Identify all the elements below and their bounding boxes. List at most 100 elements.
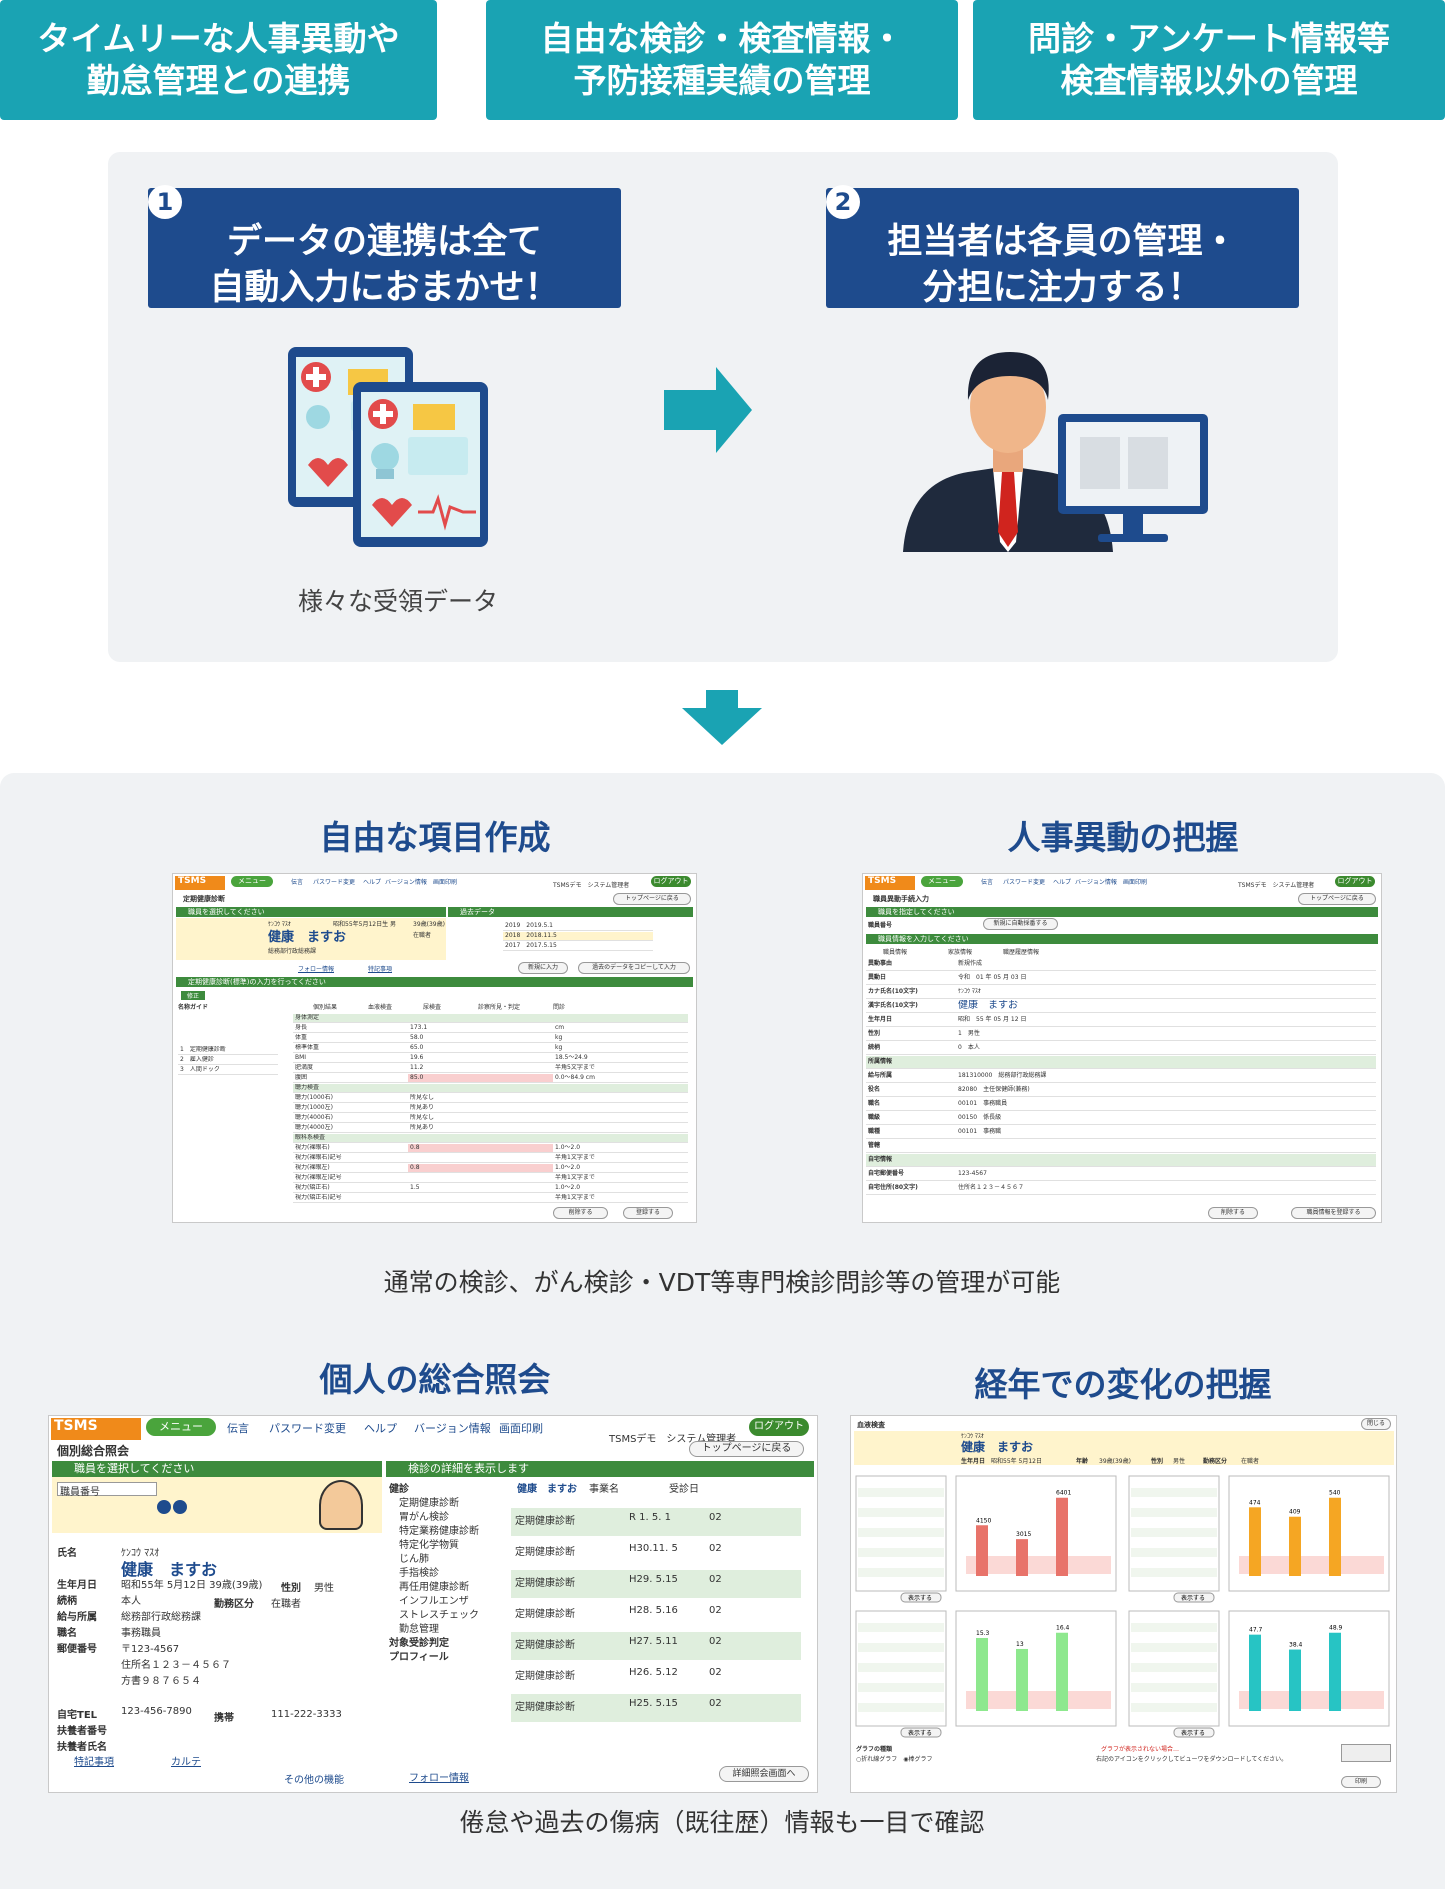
nav-message-link[interactable]: 伝言 — [291, 879, 304, 886]
exam-menu-item[interactable]: 胃がん検診 — [399, 1512, 449, 1523]
result-list-row[interactable] — [1131, 1488, 1217, 1497]
chart-link[interactable]: カルテ — [171, 1757, 201, 1768]
menu-button[interactable]: メニュー — [146, 1418, 216, 1436]
print-button[interactable]: 印刷 — [1341, 1776, 1381, 1788]
svg-viewer-logo-icon[interactable] — [1341, 1744, 1391, 1762]
exam-menu-item[interactable]: 定期健康診断 — [399, 1498, 459, 1509]
result-value[interactable]: 1.5 — [408, 1184, 553, 1193]
result-value[interactable]: 19.6 — [408, 1054, 553, 1063]
show-button[interactable] — [900, 1592, 942, 1603]
result-value[interactable] — [408, 1174, 553, 1183]
result-list-row[interactable] — [858, 1488, 944, 1497]
result-list-row[interactable] — [1131, 1508, 1217, 1517]
guide-item[interactable]: 2 雇入健診 — [178, 1056, 278, 1065]
register-staff-button[interactable]: 職員情報を登録する — [1291, 1207, 1376, 1219]
result-list-row[interactable] — [1131, 1548, 1217, 1557]
result-list-row[interactable] — [858, 1498, 944, 1507]
result-list-row[interactable] — [1131, 1498, 1217, 1507]
result-value[interactable]: 所見あり — [408, 1104, 553, 1113]
result-list-row[interactable] — [1131, 1693, 1217, 1702]
result-value[interactable] — [408, 1194, 553, 1203]
history-row[interactable]: 2017 2017.5.15 — [503, 942, 653, 951]
detail-inquiry-button[interactable]: 詳細照会画面へ — [719, 1766, 809, 1782]
to-top-button[interactable]: トップページに戻る — [1298, 893, 1376, 905]
nav-password-link[interactable]: パスワード変更 — [269, 1422, 346, 1435]
tab-urine[interactable]: 尿検査 — [423, 1004, 442, 1011]
exam-record-row[interactable] — [511, 1539, 801, 1567]
delete-button[interactable]: 削除する — [553, 1207, 608, 1219]
show-button[interactable] — [900, 1727, 942, 1738]
result-list-row[interactable] — [858, 1693, 944, 1702]
result-list-row[interactable] — [858, 1653, 944, 1662]
logout-button[interactable]: ログアウト — [749, 1418, 809, 1436]
to-top-button[interactable]: トップページに戻る — [613, 893, 691, 905]
copy-past-button[interactable]: 過去のデータをコピーして入力 — [578, 962, 690, 974]
nav-print-link[interactable]: 画面印刷 — [433, 879, 458, 886]
exam-menu-item[interactable]: 健診 — [389, 1484, 409, 1495]
form-value[interactable]: 82080 主任保健師(兼務) — [956, 1084, 1376, 1097]
exam-record-row[interactable] — [511, 1694, 801, 1722]
exam-menu-item[interactable]: 特定化学物質 — [399, 1540, 459, 1551]
form-value[interactable]: 00101 事務職 — [956, 1126, 1376, 1139]
menu-button[interactable]: メニュー — [231, 876, 273, 887]
result-list-row[interactable] — [1131, 1703, 1217, 1712]
special-notes-link[interactable]: 特記事項 — [74, 1757, 114, 1768]
exam-menu-item[interactable]: 勤怠管理 — [399, 1624, 439, 1635]
form-value[interactable]: 00150 係長級 — [956, 1112, 1376, 1125]
show-button[interactable] — [1173, 1592, 1215, 1603]
nav-help-link[interactable]: ヘルプ — [1053, 879, 1072, 886]
result-list-row[interactable] — [1131, 1558, 1217, 1567]
result-list-row[interactable] — [858, 1673, 944, 1682]
result-list-row[interactable] — [1131, 1653, 1217, 1662]
result-value[interactable]: 0.8 — [408, 1164, 553, 1173]
tab-family-info[interactable]: 家族情報 — [948, 949, 973, 956]
result-list-row[interactable] — [858, 1528, 944, 1537]
history-icon[interactable] — [173, 1500, 187, 1514]
to-top-button[interactable]: トップページに戻る — [689, 1441, 804, 1457]
register-button[interactable]: 登録する — [623, 1207, 673, 1219]
follow-link[interactable]: フォロー情報 — [298, 966, 335, 973]
result-value[interactable]: 11.2 — [408, 1064, 553, 1073]
logout-button[interactable]: ログアウト — [1335, 876, 1375, 887]
result-list-row[interactable] — [1131, 1633, 1217, 1642]
exam-menu-item[interactable]: プロフィール — [389, 1652, 449, 1663]
staff-number-select[interactable]: 職員番号 — [57, 1482, 157, 1498]
exam-menu-item[interactable]: インフルエンザ — [399, 1596, 469, 1607]
exam-record-row[interactable] — [511, 1508, 801, 1536]
nav-version-link[interactable]: バージョン情報 — [1075, 879, 1117, 886]
exam-menu-item[interactable]: 特定業務健康診断 — [399, 1526, 479, 1537]
result-value[interactable]: 所見あり — [408, 1124, 553, 1133]
new-input-button[interactable]: 新規に入力 — [518, 962, 568, 974]
exam-record-row[interactable] — [511, 1632, 801, 1660]
nav-message-link[interactable]: 伝言 — [227, 1422, 249, 1435]
search-icon[interactable] — [157, 1500, 171, 1514]
form-value[interactable]: 181310000 総務部行政総務課 — [956, 1070, 1376, 1083]
result-list-row[interactable] — [858, 1538, 944, 1547]
result-value[interactable]: 所見なし — [408, 1114, 553, 1123]
form-value[interactable]: 123-4567 — [956, 1168, 1376, 1181]
nav-help-link[interactable]: ヘルプ — [364, 1422, 397, 1435]
tab-staff-info[interactable]: 職員情報 — [883, 949, 908, 956]
result-value[interactable]: 173.1 — [408, 1024, 553, 1033]
tab-findings[interactable]: 診察所見・判定 — [478, 1004, 521, 1011]
exam-record-row[interactable] — [511, 1570, 801, 1598]
result-list-row[interactable] — [858, 1518, 944, 1527]
guide-item[interactable]: 1 定期健康診断 — [178, 1046, 278, 1055]
logout-button[interactable]: ログアウト — [651, 876, 691, 887]
show-button[interactable] — [1173, 1727, 1215, 1738]
fix-tab[interactable]: 修正 — [181, 991, 206, 1000]
form-value[interactable]: 健康 ますお — [956, 1000, 1376, 1013]
result-list-row[interactable] — [858, 1558, 944, 1567]
menu-button[interactable]: メニュー — [921, 876, 963, 887]
exam-menu-item[interactable]: じん肺 — [399, 1554, 429, 1565]
nav-password-link[interactable]: パスワード変更 — [313, 879, 356, 886]
exam-menu-item[interactable]: ストレスチェック — [399, 1610, 479, 1621]
result-list-row[interactable] — [1131, 1518, 1217, 1527]
result-list-row[interactable] — [1131, 1643, 1217, 1652]
result-value[interactable]: 58.0 — [408, 1034, 553, 1043]
more-functions-link[interactable]: その他の機能 — [284, 1775, 344, 1786]
result-list-row[interactable] — [858, 1703, 944, 1712]
guide-item[interactable]: 3 人間ドック — [178, 1066, 278, 1075]
result-list-row[interactable] — [858, 1508, 944, 1517]
exam-record-row[interactable] — [511, 1601, 801, 1629]
